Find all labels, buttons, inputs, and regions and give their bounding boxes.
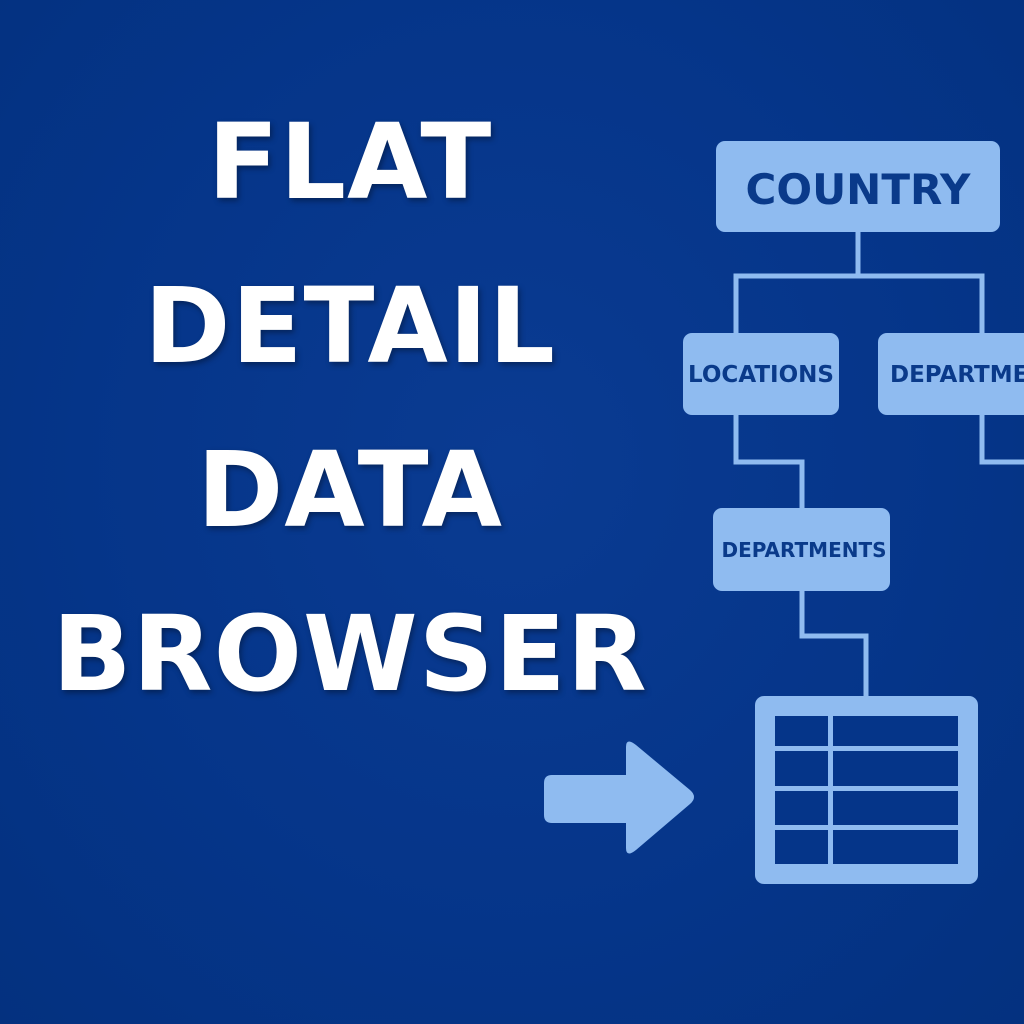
title-line-4: BROWSER [52, 593, 648, 715]
node-locations-label: LOCATIONS [688, 362, 834, 388]
connector-right-branch [979, 414, 1024, 465]
node-country-label: COUNTRY [746, 165, 971, 214]
title-line-1: FLAT [207, 101, 493, 223]
table-row-line-1 [775, 746, 958, 751]
node-departments-right: DEPARTMENTS [878, 333, 1024, 415]
node-departments-right-box [878, 333, 1024, 415]
connector-locations-departments [733, 414, 805, 510]
table-row-line-3 [775, 825, 958, 830]
title-line-3: DATA [196, 429, 504, 551]
connectors [733, 232, 1024, 697]
node-departments-box [713, 508, 890, 591]
table-grid-icon [755, 696, 978, 884]
right-arrow-icon [544, 741, 694, 854]
title-line-2: DETAIL [144, 265, 556, 387]
node-departments-right-label: DEPARTMENTS [890, 362, 1024, 388]
node-locations-box [683, 333, 839, 415]
table-column-line [828, 716, 833, 864]
connector-departments-table [799, 590, 869, 697]
node-country-box [716, 141, 1000, 232]
page-title: FLAT DETAIL DATA BROWSER [30, 80, 670, 736]
table-grid-lines [775, 716, 958, 864]
node-country: COUNTRY [716, 141, 1000, 232]
node-locations: LOCATIONS [683, 333, 839, 415]
node-departments-label: DEPARTMENTS [721, 538, 886, 562]
node-departments: DEPARTMENTS [713, 508, 890, 591]
connector-country-branches [733, 273, 985, 334]
table-row-line-2 [775, 786, 958, 791]
